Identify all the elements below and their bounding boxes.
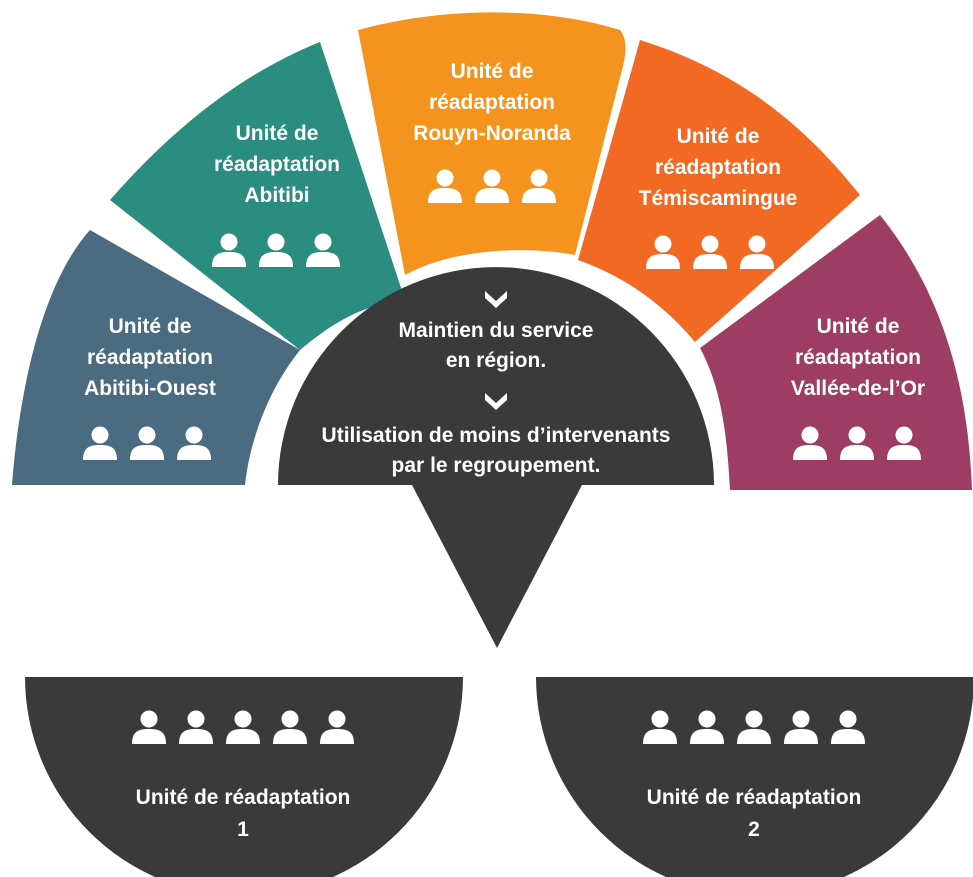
person-icon — [83, 426, 117, 460]
person-icon — [130, 426, 164, 460]
person-icon — [475, 169, 509, 203]
person-icon — [793, 426, 827, 460]
person-icon — [179, 710, 213, 744]
person-icon — [132, 710, 166, 744]
chevron-down-icon — [485, 393, 507, 410]
person-icon — [740, 235, 774, 269]
person-icon — [643, 710, 677, 744]
person-icon — [428, 169, 462, 203]
bottom-unit-1-shape — [25, 677, 463, 877]
person-icon — [646, 235, 680, 269]
person-icon — [831, 710, 865, 744]
person-icon — [177, 426, 211, 460]
person-icon — [840, 426, 874, 460]
segment-vallee-de-lor — [700, 215, 972, 490]
person-icon — [259, 233, 293, 267]
person-icon — [784, 710, 818, 744]
segment-rouyn-noranda — [358, 12, 626, 275]
person-icon — [887, 426, 921, 460]
person-icon — [690, 710, 724, 744]
person-icon — [737, 710, 771, 744]
segment-abitibi — [110, 42, 405, 350]
people-icons — [83, 169, 921, 744]
bottom-unit-2-shape — [536, 677, 973, 877]
person-icon — [320, 710, 354, 744]
person-icon — [212, 233, 246, 267]
person-icon — [306, 233, 340, 267]
center-message-shape — [278, 267, 714, 648]
person-icon — [273, 710, 307, 744]
person-icon — [226, 710, 260, 744]
person-icon — [522, 169, 556, 203]
chevron-down-icon — [485, 291, 507, 308]
person-icon — [693, 235, 727, 269]
segment-abitibi-ouest — [12, 230, 300, 485]
